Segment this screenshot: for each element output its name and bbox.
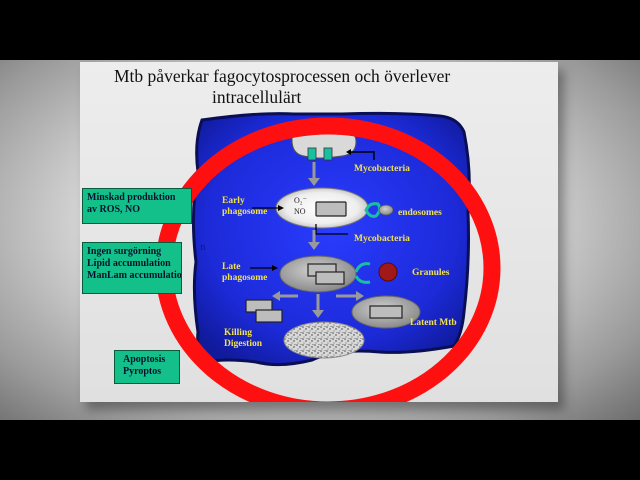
endosome [378, 204, 394, 216]
arrow-mycobacteria-mid [315, 224, 348, 235]
presentation-slide: Mtb påverkar fagocytosprocessen och över… [80, 62, 558, 402]
digestion-vacuole [283, 321, 365, 359]
label-mycobacteria-mid: Mycobacteria [354, 234, 410, 244]
mycobacterium-entry-right [323, 147, 333, 161]
label-nitric-oxide: NO [294, 207, 306, 216]
mycobacterium-escaped-2 [255, 309, 283, 323]
box-reduced-ros: Minskad produktion av ROS, NO [82, 188, 192, 224]
label-endosomes: endosomes [398, 208, 442, 218]
granule-connector [354, 262, 371, 273]
box-no-acidification: Ingen surgörning Lipid accumulation ManL… [82, 242, 182, 294]
mycobacterium-early [315, 201, 347, 217]
label-late-phagosome: Late phagosome [222, 262, 268, 283]
mycobacterium-late-2 [315, 271, 345, 285]
mycobacterium-entry-left [307, 147, 317, 161]
slide-title-line1: Mtb påverkar fagocytosprocessen och över… [114, 66, 451, 86]
label-killing-digestion: Killing Digestion [224, 328, 262, 349]
label-early-phagosome: Early phagosome [222, 196, 268, 217]
label-mycobacteria-top: Mycobacteria [354, 164, 410, 174]
granule [378, 262, 398, 282]
slide-title: Mtb påverkar fagocytosprocessen och över… [80, 66, 558, 108]
box-apoptosis: Apoptosis Pyroptos [114, 350, 180, 384]
arrow-mycobacteria-top [348, 151, 375, 160]
mycobacterium-latent [369, 305, 403, 319]
label-granules: Granules [412, 268, 450, 278]
slide-title-line2: intracellulärt [212, 87, 302, 107]
label-latent-mtb: Latent Mtb [410, 318, 457, 328]
label-oxygen-radical: O₂⁻ [294, 196, 307, 205]
label-stray-n: n [200, 241, 206, 253]
